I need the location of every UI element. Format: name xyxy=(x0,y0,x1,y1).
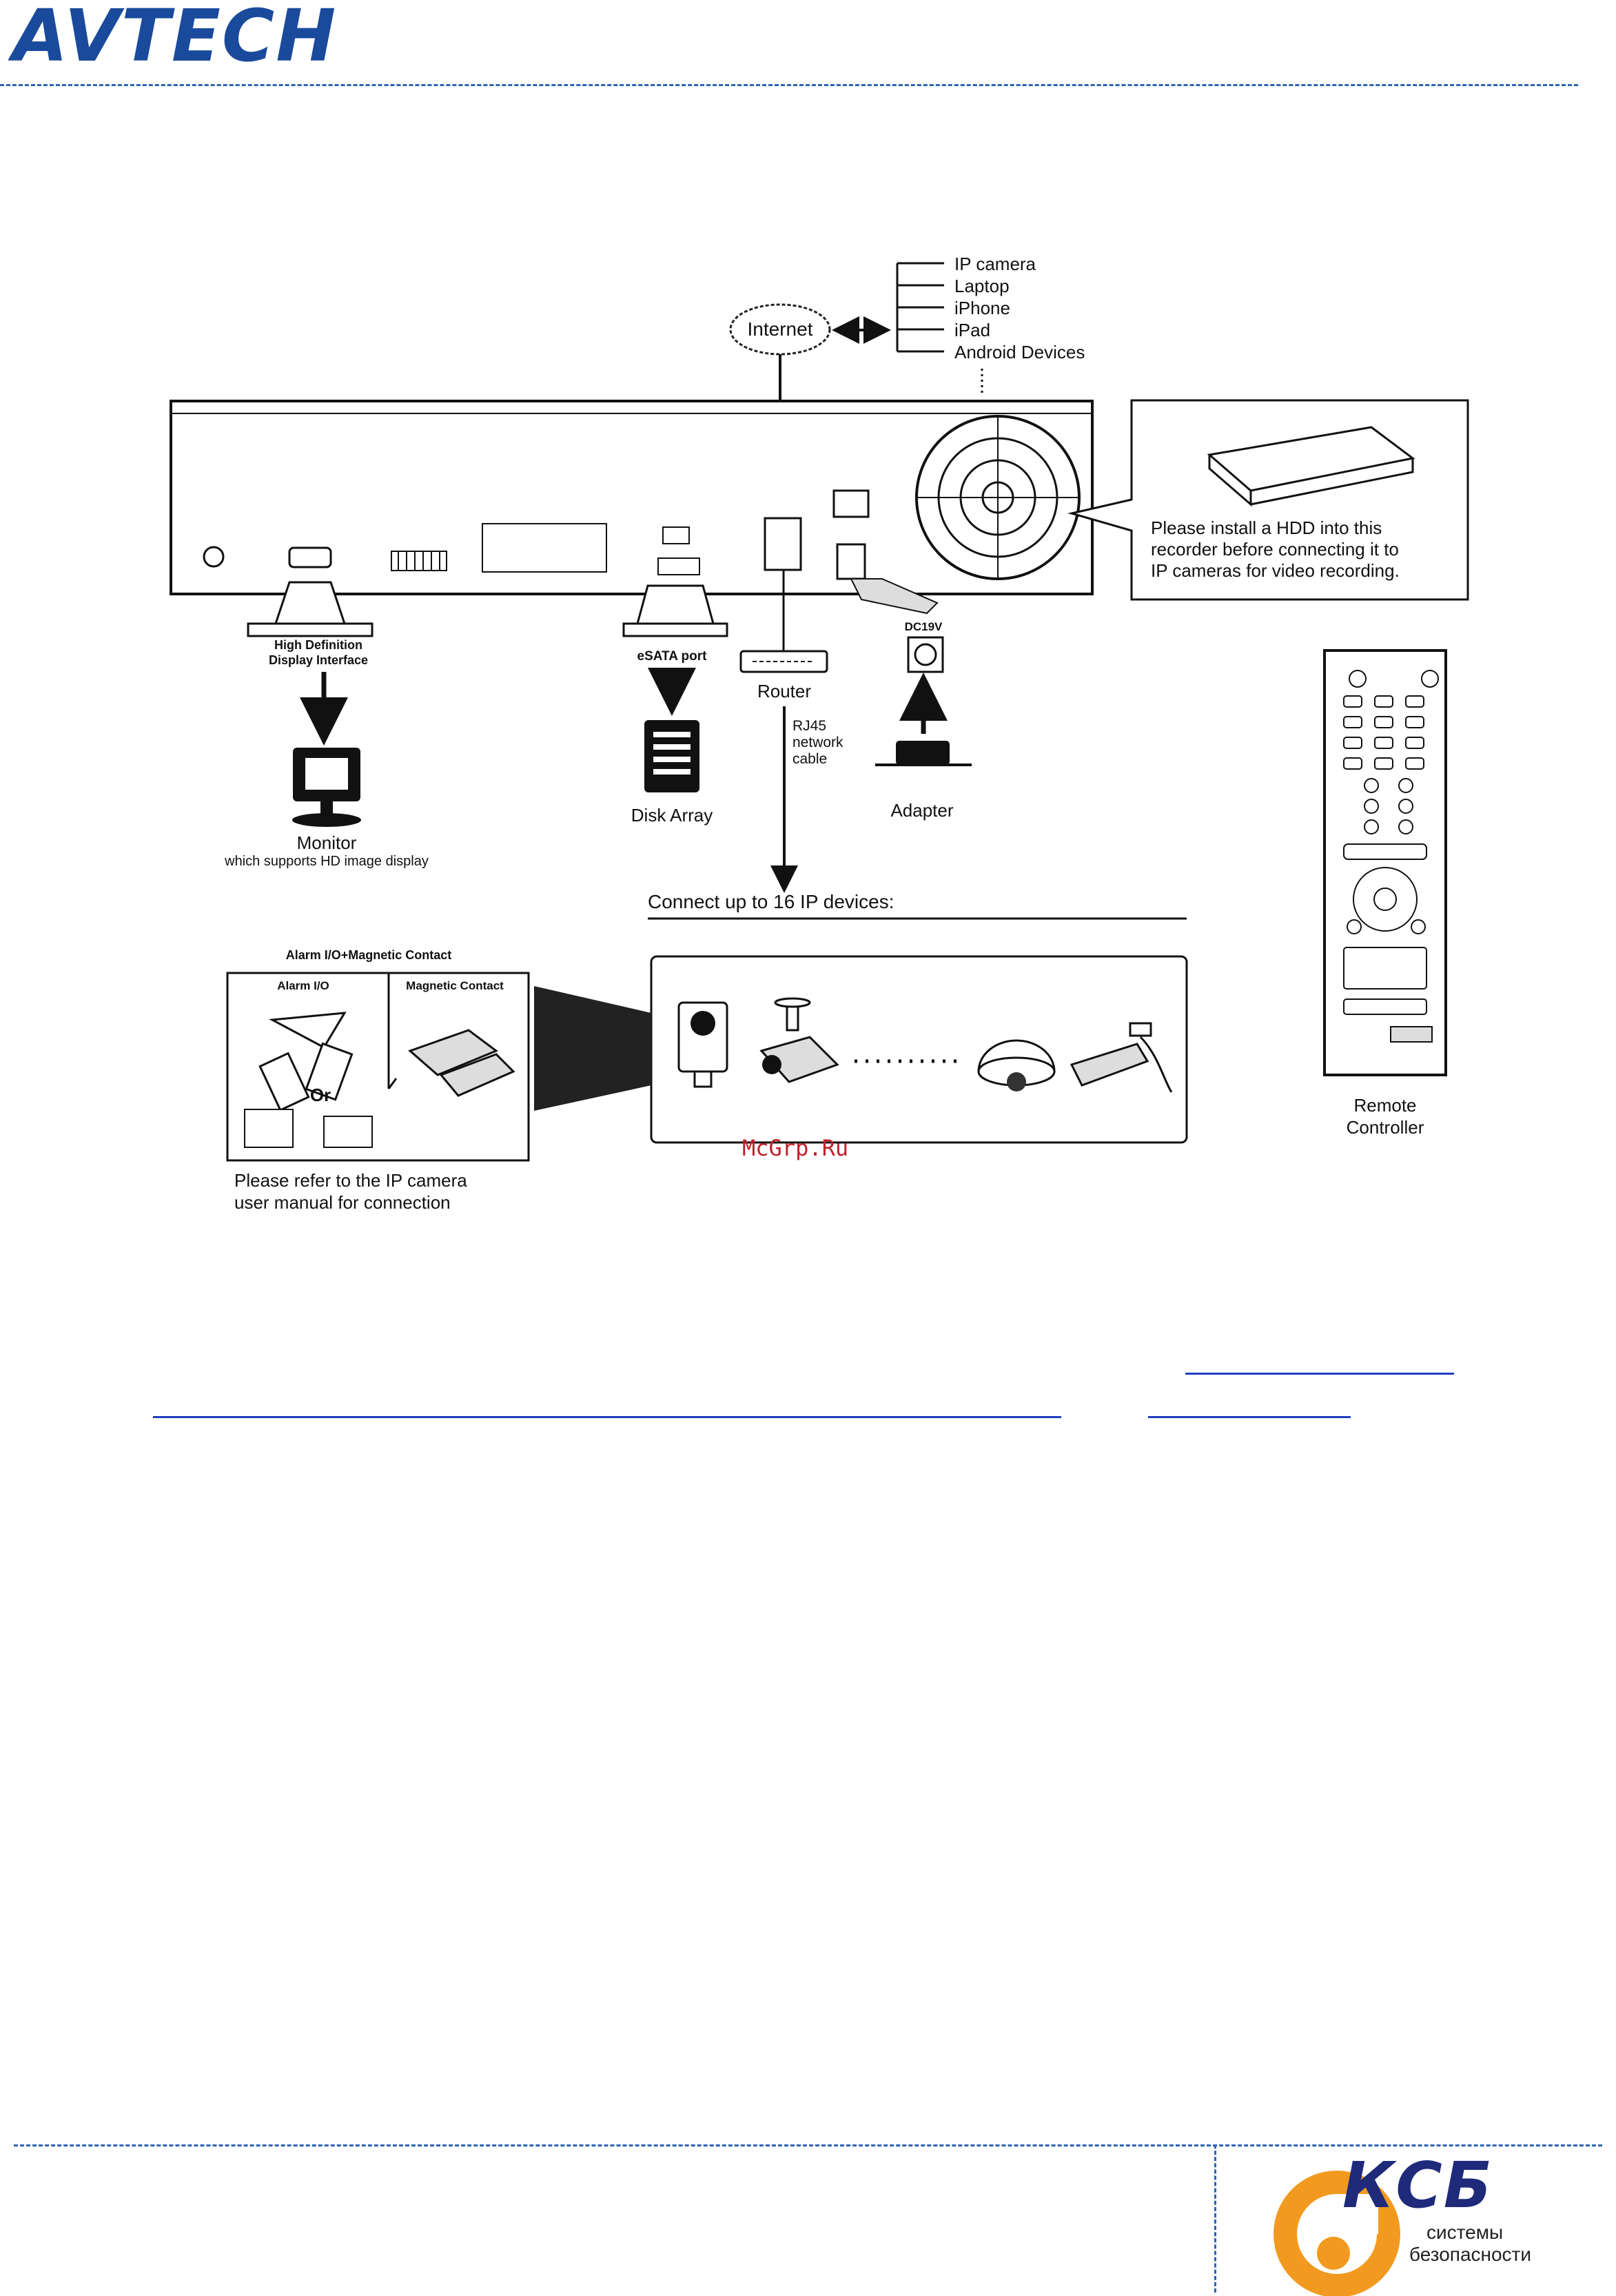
cable-label: RJ45 xyxy=(792,718,826,734)
ip-camera-bullet-icon xyxy=(1070,1022,1173,1093)
cable-label: cable xyxy=(792,751,827,767)
remote-label: Controller xyxy=(1347,1117,1424,1138)
audio-port xyxy=(203,546,225,568)
adapter-label: Adapter xyxy=(890,800,953,821)
hdd-note-line: Please install a HDD into this xyxy=(1151,517,1382,538)
ip-camera-box-icon xyxy=(677,1001,728,1088)
ip-camera-dome-icon xyxy=(977,1039,1056,1091)
or-label: Or xyxy=(310,1085,331,1105)
device-item: iPad xyxy=(954,320,990,340)
disk-array-icon xyxy=(644,720,699,792)
terminal-block-icon xyxy=(244,1109,373,1148)
monitor-icon xyxy=(292,748,361,827)
hyperlink-underline[interactable] xyxy=(1185,1373,1454,1375)
usb-port xyxy=(662,526,690,544)
alarm-panel xyxy=(226,972,530,1162)
esata-connector xyxy=(622,584,728,637)
ksb-logo-emblem xyxy=(1274,2171,1400,2296)
device-list-bracket xyxy=(896,262,983,396)
hdd-note-line: recorder before connecting it to xyxy=(1151,539,1399,560)
magnetic-contact-label: Magnetic Contact xyxy=(406,979,504,992)
connect-label: Connect up to 16 IP devices: xyxy=(648,891,894,912)
remote-controller-icon xyxy=(1323,649,1447,1076)
ip-devices-box xyxy=(650,955,1188,1144)
avtech-logo: AVTECH xyxy=(12,0,338,78)
recorder-rear-panel xyxy=(170,400,1094,595)
hdd-note-line: IP cameras for video recording. xyxy=(1151,560,1400,581)
header-divider xyxy=(0,84,1578,86)
hdmi-connector xyxy=(247,581,374,637)
magnetic-contact-icon xyxy=(408,1029,515,1097)
hdmi-port xyxy=(288,546,332,568)
refer-note-line: user manual for connection xyxy=(234,1192,451,1213)
disk-array-label: Disk Array xyxy=(631,805,713,826)
dc-jack-icon xyxy=(907,636,944,673)
router-label: Router xyxy=(757,681,811,701)
alarm-title: Alarm I/O+Magnetic Contact xyxy=(286,948,452,962)
adapter-icon xyxy=(875,741,972,766)
power-switch xyxy=(832,489,870,518)
esata-port xyxy=(657,557,700,575)
alarm-io-label: Alarm I/O xyxy=(277,979,329,992)
cable-label: network xyxy=(792,735,843,750)
warning-label xyxy=(482,523,607,573)
footer-divider xyxy=(14,2144,1602,2146)
ip-camera-ptz-icon xyxy=(759,997,839,1083)
device-item: Android Devices xyxy=(954,342,1085,362)
internet-cloud: Internet xyxy=(729,303,831,356)
device-item: IP camera xyxy=(954,254,1036,274)
ksb-logo-text: КСБ xyxy=(1342,2149,1493,2222)
power-cable xyxy=(850,578,939,615)
terminal-block xyxy=(391,551,447,571)
hdd-callout xyxy=(1067,399,1469,601)
device-item: Laptop xyxy=(954,276,1010,296)
internet-label: Internet xyxy=(748,318,813,340)
hyperlink-underline[interactable] xyxy=(153,1416,1061,1418)
lan-port xyxy=(764,517,802,571)
refer-note-line: Please refer to the IP camera xyxy=(234,1170,467,1191)
alarm-cable-icon xyxy=(258,1012,354,1112)
footer-vertical-divider xyxy=(1214,2144,1216,2293)
watermark: McGrp.Ru xyxy=(742,1135,849,1161)
projection-wedge xyxy=(534,986,651,1111)
monitor-label: Monitor xyxy=(297,832,357,853)
ksb-subtitle: системы xyxy=(1426,2222,1504,2243)
device-list: IP camera Laptop iPhone iPad Android Dev… xyxy=(954,254,1085,362)
device-item: iPhone xyxy=(954,298,1010,318)
monitor-sub-label: which supports HD image display xyxy=(224,854,429,869)
power-label: DC19V xyxy=(905,620,943,633)
hyperlink-underline[interactable] xyxy=(1148,1416,1351,1418)
ksb-subtitle: безопасности xyxy=(1409,2244,1532,2265)
hdmi-label: High Definition xyxy=(274,638,362,652)
router-icon xyxy=(739,650,828,673)
remote-label: Remote xyxy=(1353,1095,1416,1116)
hdmi-label: Display Interface xyxy=(269,653,368,667)
esata-label: eSATA port xyxy=(637,649,708,664)
